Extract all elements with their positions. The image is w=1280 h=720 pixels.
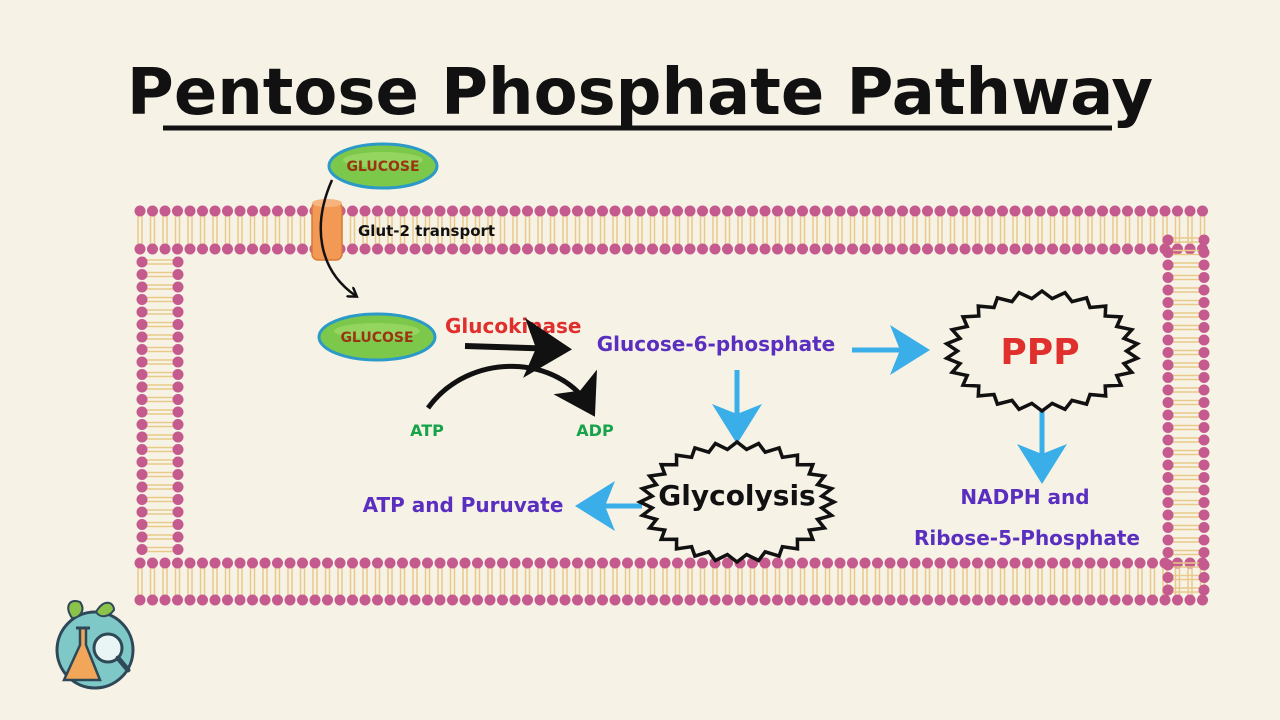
glucose-outside-label: GLUCOSE (346, 159, 419, 175)
ppp-label: PPP (1000, 332, 1079, 373)
flask-leaf-magnifier-logo-icon (55, 600, 135, 690)
glucose-inside: GLUCOSE (317, 312, 437, 362)
atp-pyruvate-label: ATP and Puruvate (363, 493, 564, 517)
nadph-label-line2: Ribose-5-Phosphate (914, 526, 1140, 550)
nadph-label-line1: NADPH and (960, 485, 1089, 509)
ppp-starburst: PPP (942, 288, 1142, 414)
glucokinase-arrow (464, 317, 572, 378)
atp-adp-arrow (425, 363, 597, 417)
glut2-transport-label: Glut-2 transport (358, 222, 495, 240)
cell-membrane (134, 205, 1210, 606)
glut2-channel (311, 199, 343, 261)
glucokinase-label: Glucokinase (445, 314, 581, 338)
page-title: Pentose Phosphate Pathway (127, 56, 1153, 130)
atp-label: ATP (410, 421, 444, 440)
glucose-outside: GLUCOSE (327, 142, 439, 190)
glucose-inside-label: GLUCOSE (340, 330, 413, 346)
adp-label: ADP (576, 421, 614, 440)
transport-arrow (319, 179, 356, 296)
glucose-6-phosphate-label: Glucose-6-phosphate (597, 332, 835, 356)
glycolysis-label: Glycolysis (658, 479, 815, 512)
glycolysis-starburst: Glycolysis (635, 439, 839, 565)
